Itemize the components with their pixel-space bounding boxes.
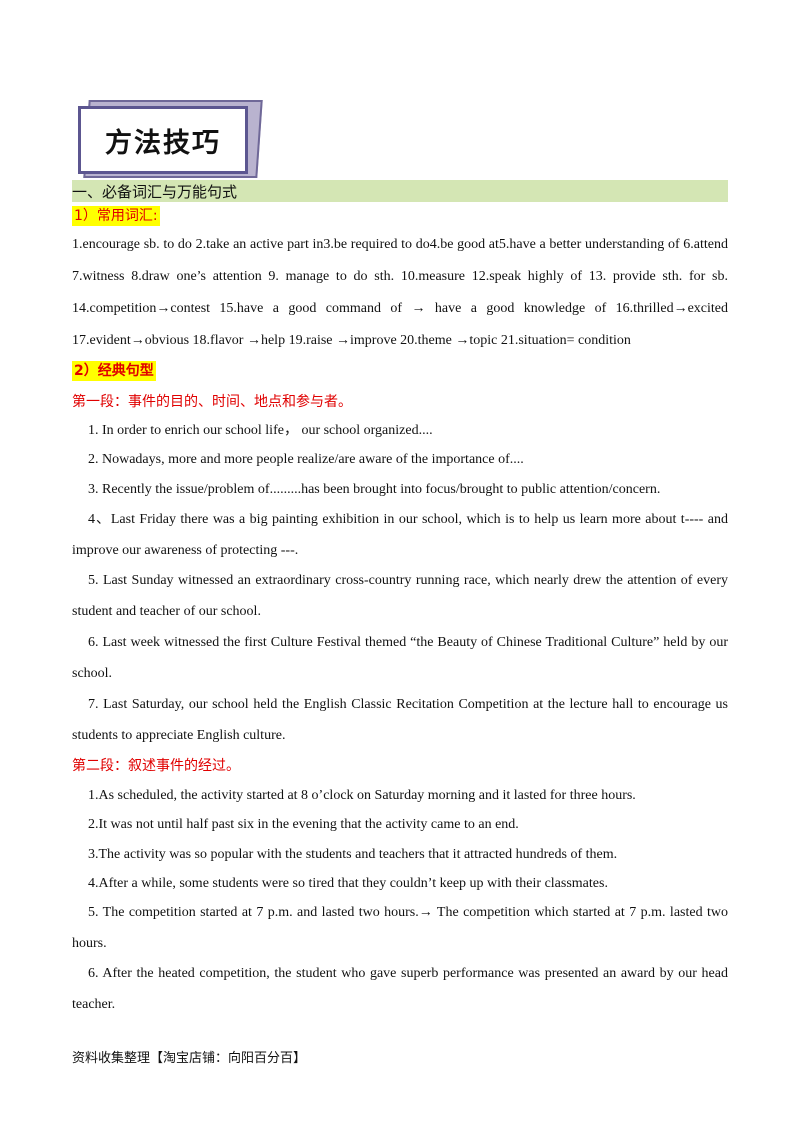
para2-item: 5. The competition started at 7 p.m. and… [72,905,728,951]
footer-note: 资料收集整理【淘宝店铺：向阳百分百】 [72,1051,307,1066]
para1-item: 5. Last Sunday witnessed an extraordinar… [72,573,728,619]
para1-item: 6. Last week witnessed the first Culture… [72,635,728,681]
vocab-text: 1.encourage sb. to do 2.take an active p… [72,237,728,348]
para2-item: 4.After a while, some students were so t… [88,876,608,891]
para1-heading: 第一段：事件的目的、时间、地点和参与者。 [72,394,352,410]
para1-item: 4、Last Friday there was a big painting e… [72,512,728,558]
vocab-heading: 1）常用词汇: [72,206,160,226]
para1-item: 1. In order to enrich our school life， o… [88,423,433,438]
para2-heading: 第二段：叙述事件的经过。 [72,758,240,774]
logo: 方法技巧 [76,96,266,180]
para2-item: 1.As scheduled, the activity started at … [88,788,636,803]
section-title: 一、必备词汇与万能句式 [72,183,238,201]
logo-title: 方法技巧 [78,106,248,174]
para2-item: 6. After the heated competition, the stu… [72,966,728,1012]
sentence-heading: 2）经典句型 [72,361,156,381]
para2-item: 3.The activity was so popular with the s… [88,847,618,862]
section-title-bar: 一、必备词汇与万能句式 [72,180,728,202]
para1-item: 7. Last Saturday, our school held the En… [72,697,728,743]
para1-item: 3. Recently the issue/problem of........… [88,482,661,497]
para2-item: 2.It was not until half past six in the … [88,817,519,832]
para1-item: 2. Nowadays, more and more people realiz… [88,452,524,467]
